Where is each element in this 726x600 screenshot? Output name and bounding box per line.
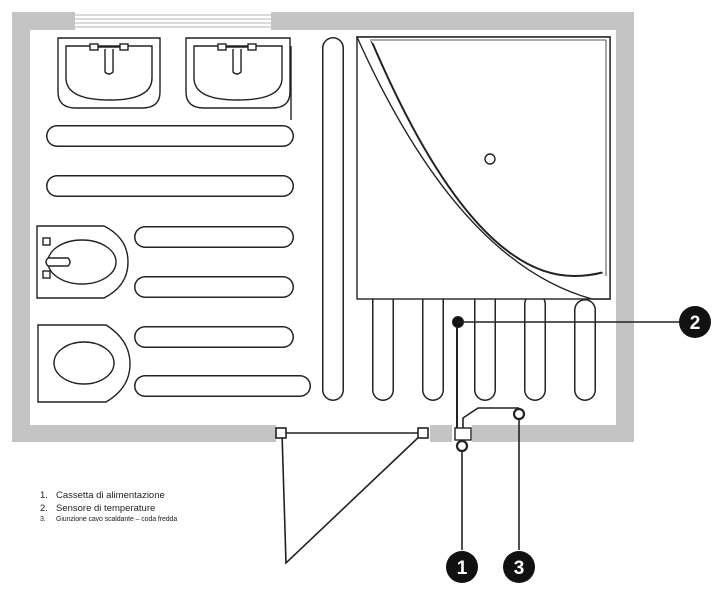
shower-drain: [484, 153, 496, 165]
corner-shower: [355, 36, 611, 300]
callout-2-label: 2: [690, 313, 701, 334]
legend-item: 3. Giunzione cavo scaldante – coda fredd…: [40, 516, 177, 523]
callout-2: 2: [679, 306, 711, 338]
callout-1: 1: [446, 551, 478, 583]
legend-number: 2.: [40, 502, 48, 514]
window: [75, 12, 271, 30]
cold-tail: [462, 407, 519, 432]
legend-text: Sensore di temperature: [56, 502, 156, 514]
legend-text: Giunzione cavo scaldante – coda fredda: [56, 516, 178, 523]
washbasin-right: [185, 37, 291, 109]
legend-number: 3.: [40, 516, 46, 523]
legend-number: 1.: [40, 490, 48, 501]
bidet: [36, 225, 129, 299]
door: [275, 427, 429, 565]
junction-point: [512, 407, 526, 421]
callout-3: 3: [503, 551, 535, 583]
toilet: [37, 324, 131, 403]
callout-1-marker: [446, 551, 478, 583]
legend-text: Cassetta di alimentazione: [56, 490, 165, 501]
callout-2-marker: [679, 306, 711, 338]
leader-lines: [458, 321, 680, 550]
legend-item: 1. Cassetta di alimentazione: [40, 491, 177, 501]
fixtures: [36, 36, 611, 403]
callout-3-label: 3: [514, 558, 525, 579]
supply-box: [454, 427, 472, 441]
callout-3-marker: [503, 551, 535, 583]
washbasin-left: [57, 37, 161, 109]
legend: 1. Cassetta di alimentazione 2. Sensore …: [40, 491, 177, 526]
callout-1-label: 1: [457, 558, 468, 579]
legend-item: 2. Sensore di temperature: [40, 502, 177, 514]
window-lines: [75, 14, 271, 28]
supply-point: [455, 439, 469, 453]
cable-horizontal-inner: [47, 126, 310, 396]
